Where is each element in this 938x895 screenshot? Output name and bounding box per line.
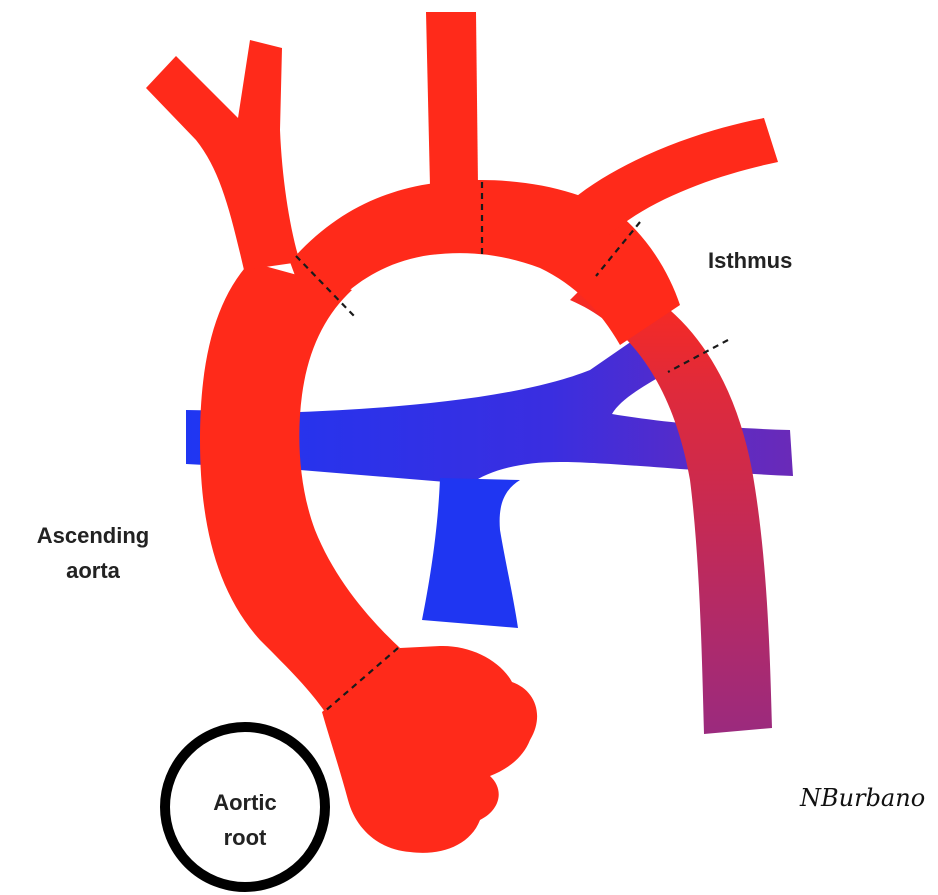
ascending-aorta bbox=[200, 262, 400, 712]
label-isthmus: Isthmus bbox=[708, 248, 792, 273]
label-aortic-root-line1: Aortic bbox=[213, 790, 277, 815]
pulmonary-trunk bbox=[422, 478, 520, 628]
label-aortic-root-line2: root bbox=[224, 825, 267, 850]
left-common-carotid bbox=[426, 12, 478, 186]
left-subclavian bbox=[572, 118, 778, 236]
descending-aorta bbox=[570, 270, 772, 734]
signature: NBurbano bbox=[799, 784, 925, 812]
label-ascending-line1: Ascending bbox=[37, 523, 149, 548]
brachiocephalic-trunk bbox=[146, 40, 300, 270]
label-ascending-line2: aorta bbox=[66, 558, 121, 583]
